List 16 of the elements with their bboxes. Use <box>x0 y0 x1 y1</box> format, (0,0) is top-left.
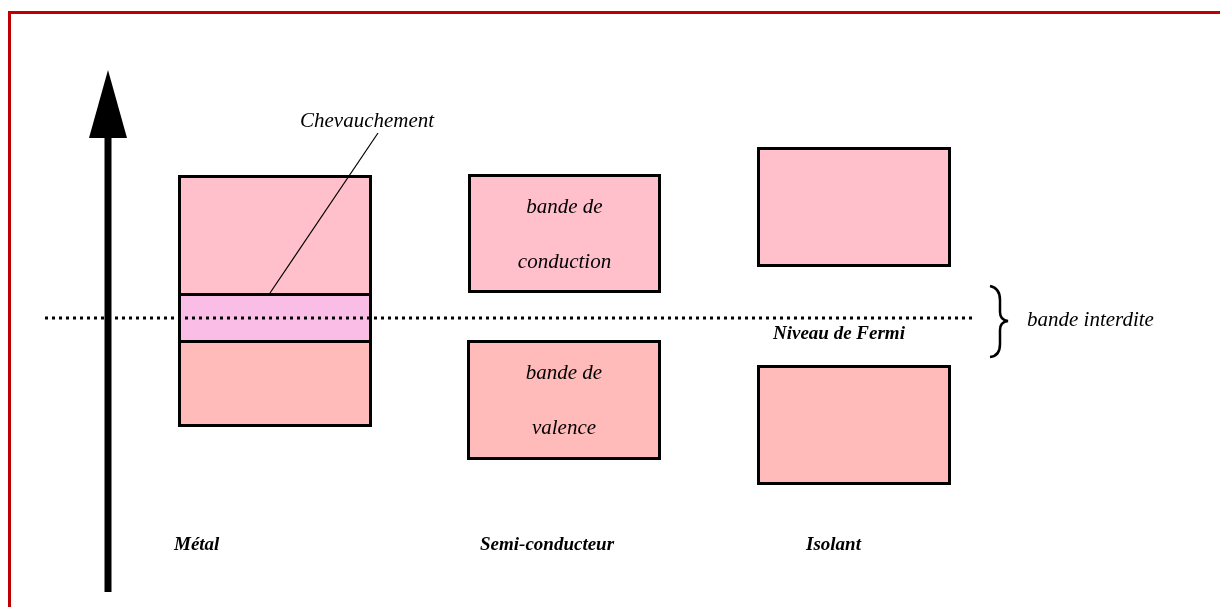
energy-band-box <box>178 175 372 296</box>
energy-band-box <box>757 365 951 485</box>
band-label: bande de conduction <box>516 192 613 275</box>
band-label: bande de valence <box>524 359 604 441</box>
callout-text: Chevauchement <box>300 108 435 133</box>
energy-band-box <box>757 147 951 267</box>
energy-band-box <box>178 293 372 343</box>
energy-band-box <box>467 340 661 460</box>
energy-band-box <box>178 340 372 427</box>
material-label: Métal <box>174 533 220 555</box>
material-label: Isolant <box>806 533 861 555</box>
fermi-level-label: Niveau de Fermi <box>773 322 905 344</box>
leader-line <box>269 132 379 294</box>
material-label: Semi-conducteur <box>480 533 615 555</box>
gap-label: bande interdite <box>1027 307 1154 332</box>
energy-band-box <box>468 174 661 293</box>
